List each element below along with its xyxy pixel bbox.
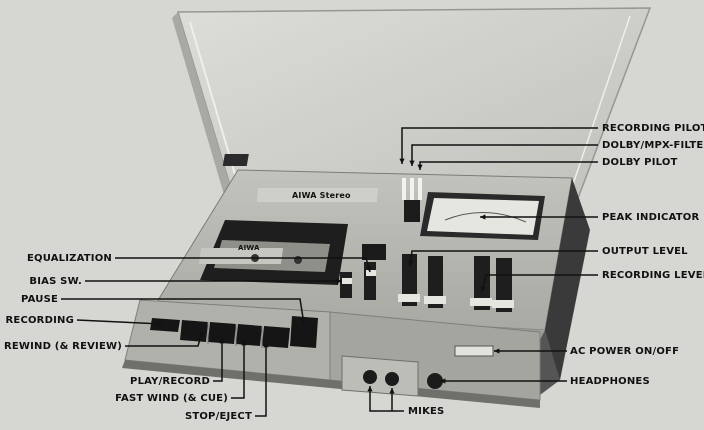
label-recording-level: RECORDING LEVEL	[602, 270, 704, 281]
leader-rewind-arrowhead	[198, 332, 204, 338]
label-recording: RECORDING	[5, 315, 74, 326]
headphone-jack[interactable]	[427, 373, 443, 389]
leader-pause-arrowhead	[300, 318, 306, 324]
label-peak-indicator: PEAK INDICATOR	[602, 212, 700, 223]
leader-peak-indicator-arrowhead	[480, 214, 486, 220]
label-dolby-mpx: DOLBY/MPX-FILTER SW.	[602, 140, 704, 151]
brand-plate	[256, 188, 379, 202]
leader-stop-eject	[255, 342, 267, 417]
leader-bias-sw-arrowhead	[336, 278, 342, 284]
brand-plate-text: AIWA Stereo	[292, 191, 351, 200]
label-recording-pilot: RECORDING PILOT	[602, 123, 704, 134]
label-headphones: HEADPHONES	[570, 376, 650, 387]
leader-output-level-arrowhead	[408, 260, 414, 266]
label-stop-eject: STOP/EJECT	[184, 411, 252, 422]
leader-recording-pilot-arrowhead	[399, 158, 405, 164]
leader-dolby-mpx-arrowhead	[409, 160, 415, 166]
mic-jack-left[interactable]	[363, 370, 377, 384]
leader-recording	[76, 319, 163, 325]
leader-mikes-left-arrowhead	[367, 386, 373, 392]
label-bias-sw: BIAS SW.	[29, 276, 82, 287]
level-sliders[interactable]	[340, 254, 514, 312]
leader-equalization-arrowhead	[366, 266, 372, 272]
jack-panel	[341, 355, 443, 397]
leader-play-record-arrowhead	[219, 338, 225, 344]
leader-fast-wind-arrowhead	[241, 340, 247, 346]
leader-recording-arrowhead	[156, 321, 162, 327]
label-ac-power: AC POWER ON/OFF	[570, 346, 680, 357]
pilot-lamps	[402, 178, 422, 222]
leader-ac-power-arrowhead	[494, 348, 500, 354]
label-play-record: PLAY/RECORD	[130, 376, 210, 387]
power-switch[interactable]	[454, 345, 494, 357]
label-rewind: REWIND (& REVIEW)	[3, 341, 122, 352]
transport-keys[interactable]	[150, 316, 318, 348]
leader-play-record	[213, 338, 223, 382]
label-equalization: EQUALIZATION	[26, 253, 112, 264]
cassette-compartment	[198, 220, 348, 285]
lid-hinge-tab	[222, 154, 249, 166]
label-output-level: OUTPUT LEVEL	[602, 246, 688, 257]
mic-jack-right[interactable]	[385, 372, 399, 386]
leader-headphones-arrowhead	[440, 378, 446, 384]
leader-recording-level	[481, 274, 598, 293]
label-dolby-pilot: DOLBY PILOT	[602, 157, 678, 168]
cassette-label-text: AIWA	[238, 244, 260, 252]
leader-recording-level-arrowhead	[480, 286, 486, 292]
leader-fast-wind	[231, 340, 245, 399]
label-mikes: MIKES	[408, 406, 445, 417]
center-indicator	[362, 244, 386, 260]
leader-mikes-right-arrowhead	[389, 388, 395, 394]
leader-lines	[61, 127, 598, 417]
leader-recording-pilot	[401, 127, 598, 164]
label-pause: PAUSE	[21, 294, 58, 305]
leader-stop-eject-arrowhead	[263, 342, 269, 348]
leader-dolby-pilot-arrowhead	[417, 164, 423, 170]
leader-dolby-mpx	[411, 144, 598, 166]
label-fast-wind: FAST WIND (& CUE)	[115, 393, 228, 404]
leader-pause	[61, 298, 305, 325]
